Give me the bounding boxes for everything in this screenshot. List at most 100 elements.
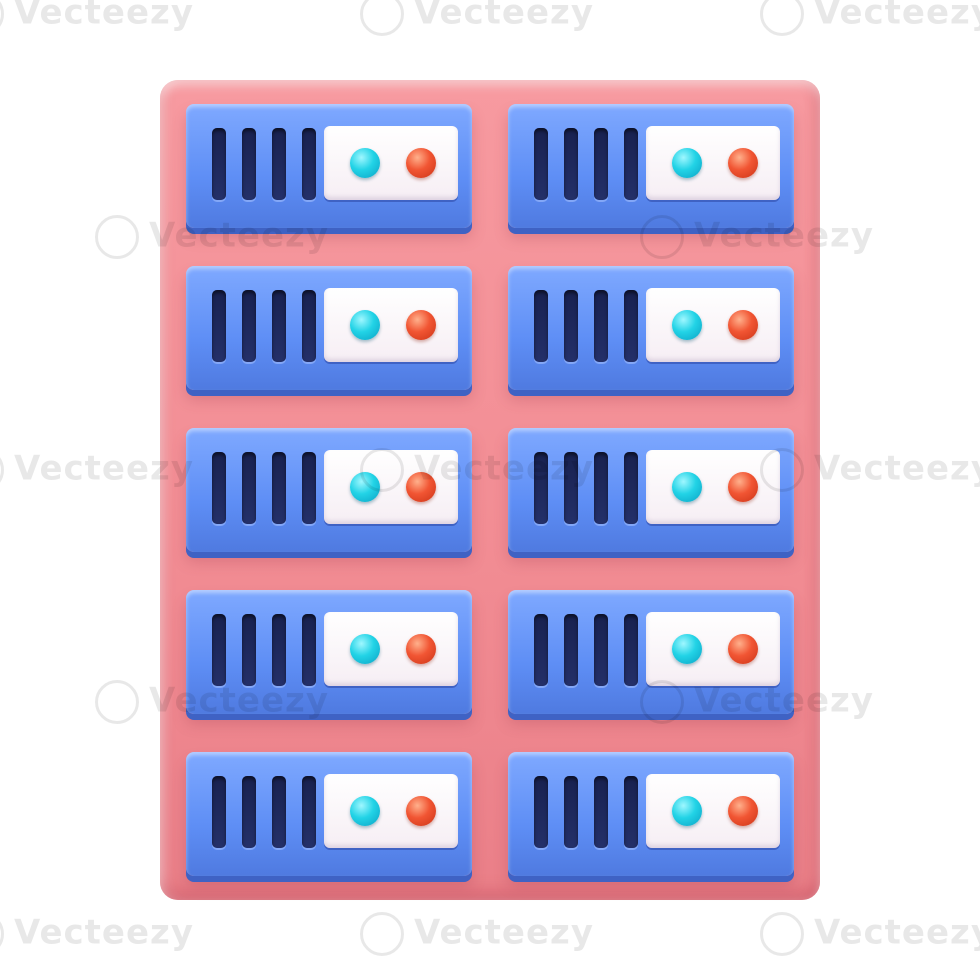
status-panel	[324, 450, 458, 524]
vent-slot	[272, 290, 286, 362]
status-light-red-icon	[406, 472, 436, 502]
watermark-text: Vecteezy	[0, 0, 194, 36]
vent-slot	[594, 776, 608, 848]
watermark-text: Vecteezy	[760, 912, 980, 956]
vent-grille	[534, 614, 638, 686]
vent-slot	[242, 128, 256, 200]
watermark-logo-icon	[95, 215, 139, 259]
vent-grille	[534, 452, 638, 524]
status-light-cyan-icon	[350, 148, 380, 178]
vent-slot	[594, 452, 608, 524]
status-panel	[646, 450, 780, 524]
vent-slot	[272, 776, 286, 848]
watermark-logo-icon	[0, 912, 4, 956]
vent-grille	[534, 290, 638, 362]
status-panel	[324, 774, 458, 848]
status-light-red-icon	[728, 796, 758, 826]
vent-slot	[564, 452, 578, 524]
vent-grille	[212, 290, 316, 362]
watermark-label: Vecteezy	[814, 448, 980, 489]
server-unit	[508, 752, 794, 876]
vent-slot	[624, 290, 638, 362]
vent-slot	[594, 614, 608, 686]
vent-slot	[242, 290, 256, 362]
server-unit	[508, 104, 794, 228]
vent-slot	[564, 128, 578, 200]
watermark-label: Vecteezy	[414, 0, 594, 33]
status-panel	[646, 126, 780, 200]
vent-slot	[302, 614, 316, 686]
server-unit	[508, 428, 794, 552]
watermark-label: Vecteezy	[14, 912, 194, 953]
watermark-label: Vecteezy	[814, 912, 980, 953]
watermark-text: Vecteezy	[360, 0, 594, 36]
vent-slot	[624, 776, 638, 848]
vent-slot	[594, 128, 608, 200]
vent-grille	[212, 614, 316, 686]
vent-slot	[594, 290, 608, 362]
vent-slot	[564, 776, 578, 848]
vent-slot	[624, 614, 638, 686]
server-unit	[508, 590, 794, 714]
watermark-label: Vecteezy	[414, 912, 594, 953]
vent-grille	[212, 776, 316, 848]
server-unit	[186, 752, 472, 876]
vent-slot	[534, 128, 548, 200]
status-light-red-icon	[728, 472, 758, 502]
vent-slot	[272, 452, 286, 524]
status-light-red-icon	[406, 634, 436, 664]
vent-slot	[624, 452, 638, 524]
watermark-logo-icon	[0, 0, 4, 36]
vent-slot	[212, 452, 226, 524]
vent-slot	[212, 128, 226, 200]
vent-slot	[302, 776, 316, 848]
status-light-cyan-icon	[350, 796, 380, 826]
vent-slot	[212, 290, 226, 362]
watermark-text: Vecteezy	[0, 912, 194, 956]
status-panel	[324, 612, 458, 686]
vent-slot	[534, 452, 548, 524]
watermark-logo-icon	[360, 912, 404, 956]
server-unit	[186, 266, 472, 390]
server-unit	[186, 590, 472, 714]
vent-slot	[534, 776, 548, 848]
vent-slot	[242, 614, 256, 686]
watermark-label: Vecteezy	[14, 0, 194, 33]
status-panel	[324, 126, 458, 200]
status-light-red-icon	[406, 148, 436, 178]
server-unit	[186, 428, 472, 552]
status-light-cyan-icon	[672, 472, 702, 502]
watermark-text: Vecteezy	[360, 912, 594, 956]
server-unit	[186, 104, 472, 228]
server-rack-icon	[160, 80, 820, 900]
vent-slot	[212, 776, 226, 848]
vent-slot	[534, 614, 548, 686]
status-panel	[646, 612, 780, 686]
status-panel	[646, 288, 780, 362]
vent-slot	[212, 614, 226, 686]
status-light-red-icon	[406, 310, 436, 340]
vent-slot	[272, 614, 286, 686]
status-light-cyan-icon	[672, 148, 702, 178]
status-light-cyan-icon	[350, 310, 380, 340]
status-light-cyan-icon	[672, 634, 702, 664]
vent-grille	[534, 776, 638, 848]
vent-grille	[212, 452, 316, 524]
vent-slot	[624, 128, 638, 200]
vent-slot	[302, 452, 316, 524]
status-light-cyan-icon	[672, 310, 702, 340]
status-panel	[324, 288, 458, 362]
status-light-red-icon	[728, 634, 758, 664]
status-light-red-icon	[406, 796, 436, 826]
watermark-logo-icon	[760, 0, 804, 36]
vent-slot	[534, 290, 548, 362]
vent-slot	[564, 614, 578, 686]
server-unit	[508, 266, 794, 390]
status-light-cyan-icon	[672, 796, 702, 826]
watermark-text: Vecteezy	[760, 0, 980, 36]
watermark-logo-icon	[760, 912, 804, 956]
vent-slot	[242, 452, 256, 524]
vent-slot	[242, 776, 256, 848]
vent-slot	[272, 128, 286, 200]
watermark-label: Vecteezy	[814, 0, 980, 33]
